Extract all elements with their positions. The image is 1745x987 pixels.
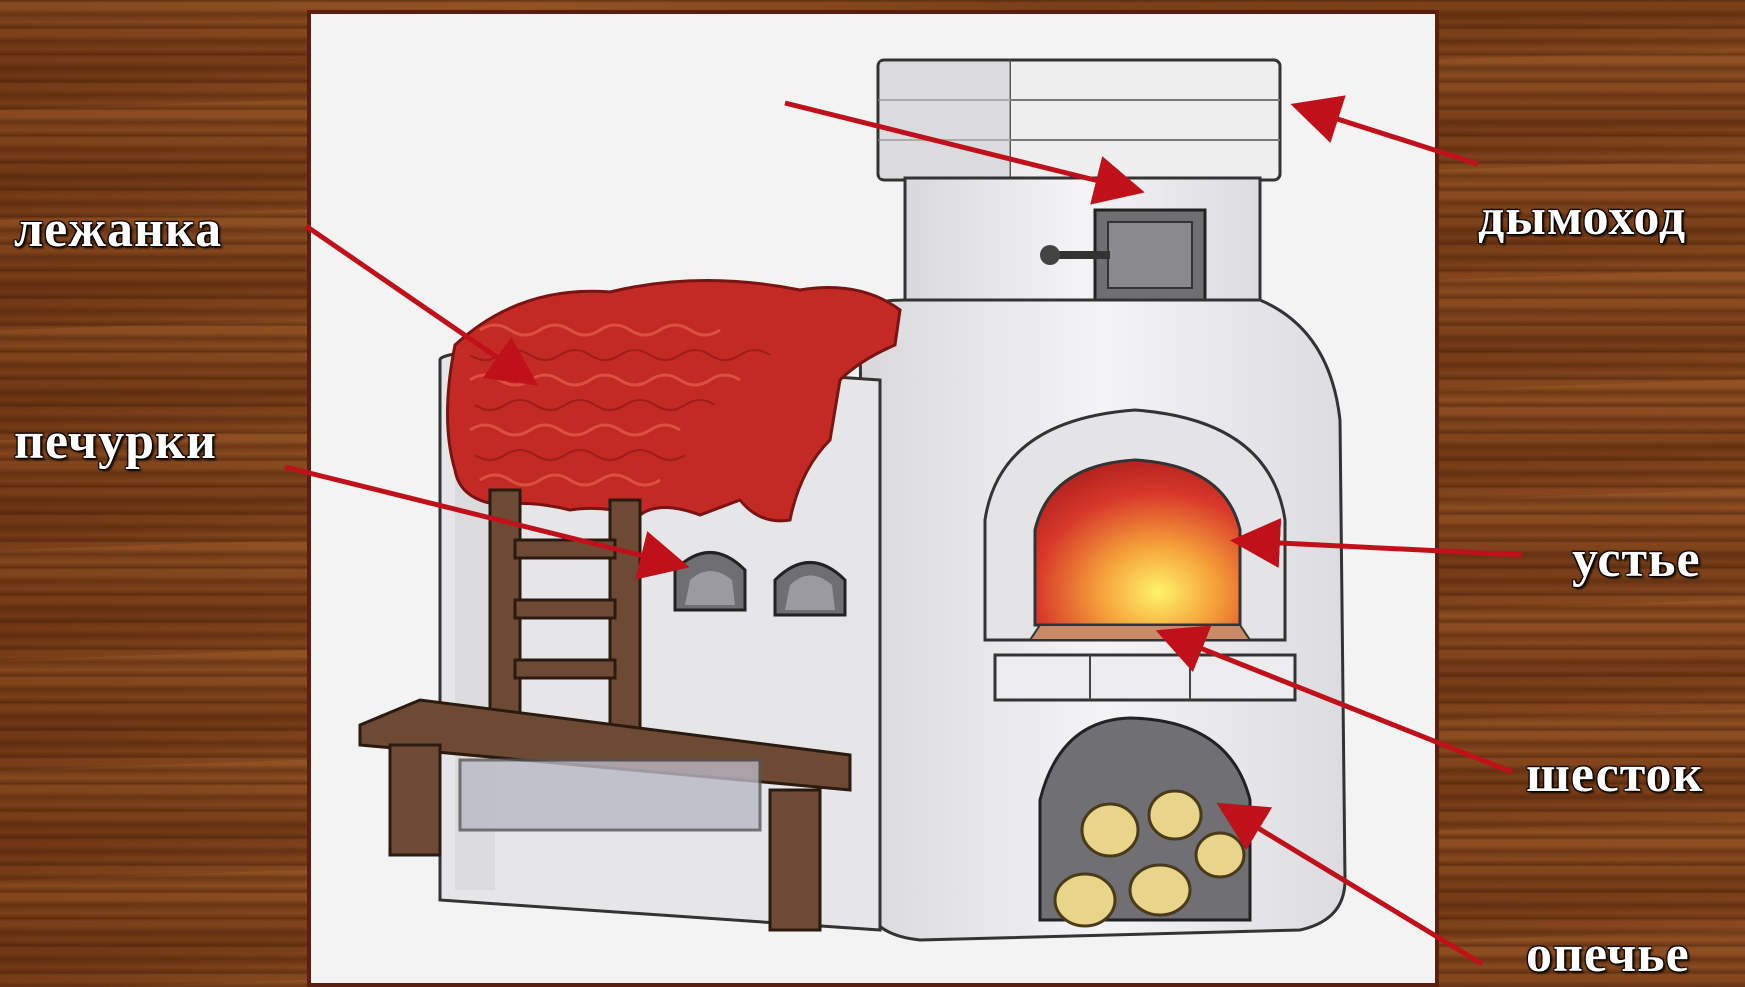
chimney [878, 60, 1280, 310]
arrow-icon [1300, 107, 1478, 164]
arrow-icon [306, 226, 530, 380]
label-dymokhod: дымоход [1478, 188, 1686, 247]
label-pechurki: печурки [14, 412, 217, 471]
ustye-mouth [985, 410, 1295, 700]
label-opechye: опечье [1526, 925, 1690, 984]
label-lezhanka: лежанка [14, 200, 222, 259]
label-shestok: шесток [1526, 745, 1704, 804]
label-ustye: устье [1572, 530, 1701, 589]
opechye-firewood [1040, 718, 1250, 926]
label-zadvizhka: задвижка [455, 62, 653, 113]
